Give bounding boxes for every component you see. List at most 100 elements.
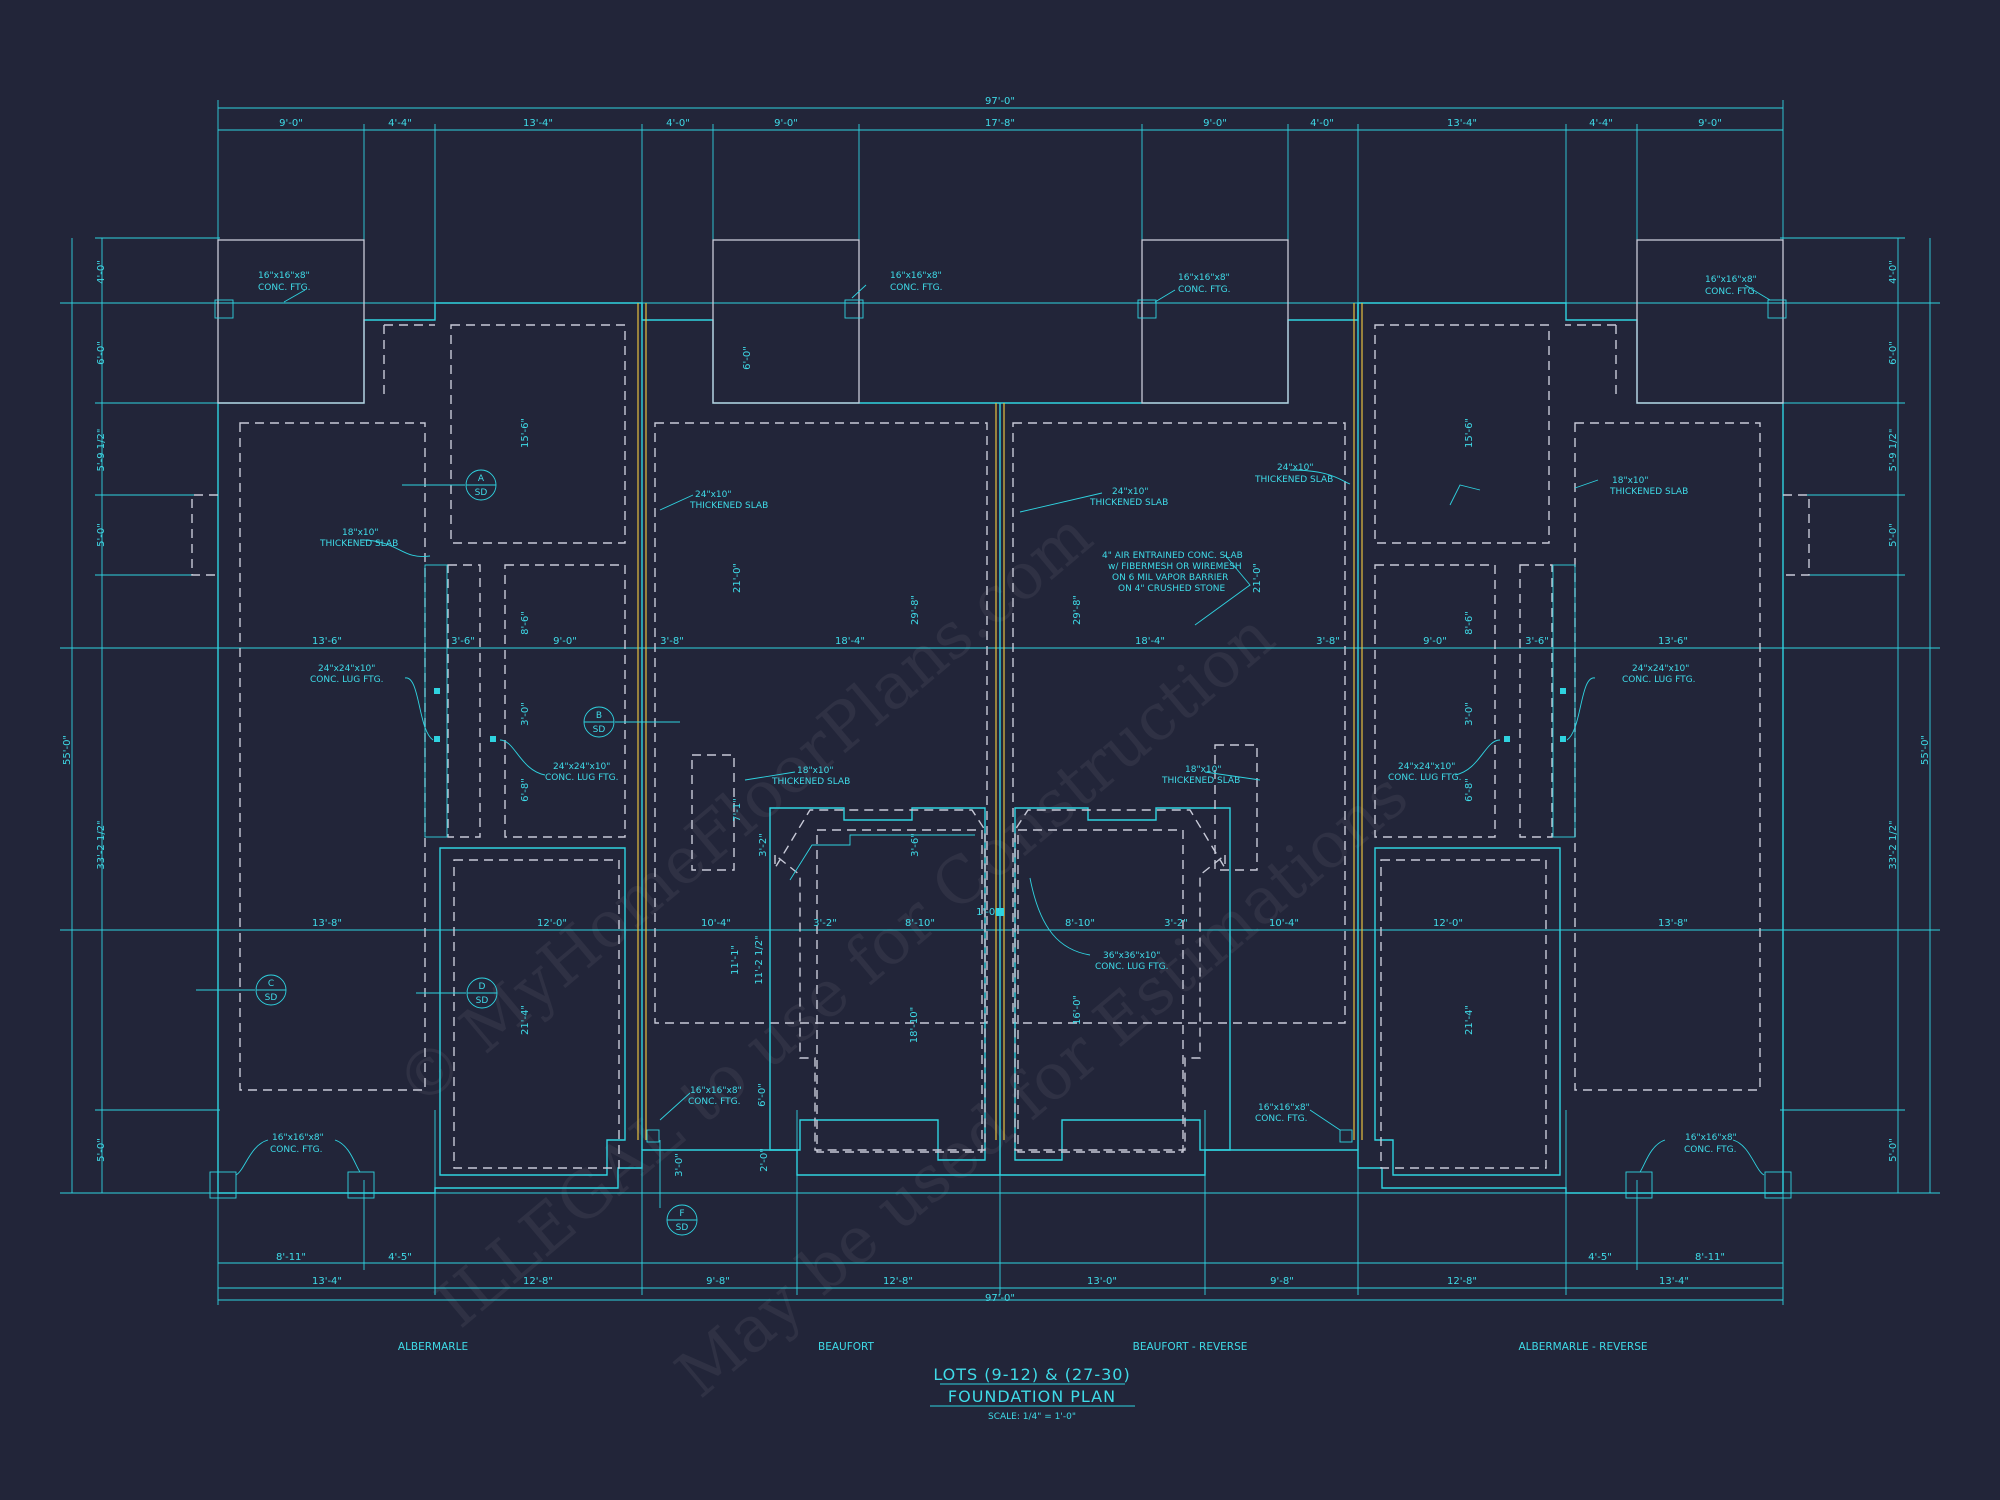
- slab-note: 18"x10": [1185, 765, 1222, 775]
- interior-dim: 9'-0": [1423, 636, 1447, 647]
- interior-dim-v: 8'-6": [1464, 611, 1475, 635]
- title-block: LOTS (9-12) & (27-30) FOUNDATION PLAN SC…: [930, 1365, 1135, 1422]
- slab-spec: ON 4" CRUSHED STONE: [1118, 584, 1226, 594]
- footing-note: CONC. FTG.: [688, 1097, 740, 1107]
- top-dim: 13'-4": [523, 118, 553, 129]
- bottom-dim: 13'-4": [1659, 1276, 1689, 1287]
- footing-pad: [347, 1171, 375, 1199]
- right-dimensions: 4'-0" 6'-0" 5'-9 1/2" 5'-0" 33'-2 1/2" 5…: [1888, 260, 1931, 1162]
- overall-bottom-dim: 97'-0": [985, 1293, 1015, 1304]
- footing-note: 16"x16"x8": [690, 1086, 742, 1096]
- overall-right-dim: 55'-0": [1920, 735, 1931, 765]
- section-marker-d: D SD: [416, 977, 498, 1009]
- top-dim: 4'-0": [1310, 118, 1334, 129]
- interior-dim-v: 3'-6": [910, 833, 921, 857]
- interior-dim: 3'-6": [1525, 636, 1549, 647]
- right-dim: 5'-0": [1888, 1138, 1899, 1162]
- lug-note: 24"x24"x10": [1398, 762, 1455, 772]
- slab-note: THICKENED SLAB: [1254, 475, 1333, 485]
- bottom-dim: 4'-5": [388, 1252, 412, 1263]
- slab-note: THICKENED SLAB: [319, 539, 398, 549]
- interior-dimensions: 13'-6" 3'-6" 9'-0" 3'-8" 18'-4" 18'-4" 3…: [312, 346, 1688, 1177]
- unit-label-beaufort-reverse: BEAUFORT - REVERSE: [1133, 1341, 1248, 1353]
- lug-note: 36"x36"x10": [1103, 951, 1160, 961]
- slab-note: THICKENED SLAB: [1609, 487, 1688, 497]
- section-letter: F: [679, 1209, 684, 1219]
- footing-note: CONC. FTG.: [258, 283, 310, 293]
- top-dim: 4'-0": [666, 118, 690, 129]
- interior-dim-v: 3'-2": [758, 833, 769, 857]
- top-dim: 9'-0": [279, 118, 303, 129]
- left-dim: 6'-0": [96, 341, 107, 365]
- lug-footing: [434, 736, 440, 742]
- lug-note: CONC. LUG FTG.: [1388, 773, 1461, 783]
- right-dim: 4'-0": [1888, 260, 1899, 284]
- interior-dim: 13'-8": [1658, 918, 1688, 929]
- right-dim: 5'-9 1/2": [1888, 429, 1899, 472]
- interior-dim-v: 15'-6": [1464, 418, 1475, 448]
- interior-dim-v: 2'-0": [759, 1148, 770, 1172]
- overall-top-dim: 97'-0": [985, 96, 1015, 107]
- footing-pad: [1764, 1171, 1792, 1199]
- footing-pad: [1767, 299, 1787, 319]
- bottom-dim: 9'-8": [1270, 1276, 1294, 1287]
- footing-note: 16"x16"x8": [272, 1133, 324, 1143]
- interior-dim-v: 16'-0": [1072, 995, 1083, 1025]
- section-ref: SD: [593, 725, 606, 735]
- interior-dim-v: 6'-8": [520, 778, 531, 802]
- top-dim: 17'-8": [985, 118, 1015, 129]
- top-dim: 4'-4": [1589, 118, 1613, 129]
- bottom-dim: 13'-4": [312, 1276, 342, 1287]
- left-dim: 5'-9 1/2": [96, 429, 107, 472]
- interior-dim: 3'-8": [1316, 636, 1340, 647]
- bottom-dim: 12'-8": [883, 1276, 913, 1287]
- interior-dim: 18'-4": [1135, 636, 1165, 647]
- slab-note: 24"x10": [1277, 463, 1314, 473]
- note-leaders: [235, 284, 1771, 1176]
- interior-dim-v: 21'-0": [732, 563, 743, 593]
- interior-dim-v: 3'-0": [1464, 702, 1475, 726]
- interior-dim-v: 6'-8": [1464, 778, 1475, 802]
- interior-dim: 9'-0": [553, 636, 577, 647]
- lug-note: CONC. LUG FTG.: [1095, 962, 1168, 972]
- lug-note: 24"x24"x10": [1632, 664, 1689, 674]
- interior-dim: 18'-4": [835, 636, 865, 647]
- bottom-dimensions: 8'-11" 4'-5" 4'-5" 8'-11" 13'-4" 12'-8" …: [276, 1252, 1725, 1304]
- right-dim: 5'-0": [1888, 523, 1899, 547]
- interior-dim: 3'-2": [813, 918, 837, 929]
- footing-pad: [1339, 1129, 1353, 1143]
- section-marker-f: F SD: [659, 1140, 698, 1236]
- left-dimensions: 4'-0" 6'-0" 5'-9 1/2" 5'-0" 33'-2 1/2" 5…: [62, 260, 107, 1162]
- slab-spec: ON 6 MIL VAPOR BARRIER: [1112, 573, 1228, 583]
- lots-title: LOTS (9-12) & (27-30): [933, 1365, 1130, 1384]
- lug-footing: [434, 688, 440, 694]
- left-dim: 5'-0": [96, 1138, 107, 1162]
- lug-footing: [490, 736, 496, 742]
- lug-note: 24"x24"x10": [318, 664, 375, 674]
- interior-dim: 13'-6": [312, 636, 342, 647]
- top-dim: 9'-0": [774, 118, 798, 129]
- footings: [209, 299, 1792, 1199]
- slab-note: THICKENED SLAB: [1161, 776, 1240, 786]
- footing-note: 16"x16"x8": [1685, 1133, 1737, 1143]
- section-letter: C: [268, 979, 274, 989]
- lug-footing: [1560, 688, 1566, 694]
- interior-dim: 13'-6": [1658, 636, 1688, 647]
- interior-dim: 8'-10": [1065, 918, 1095, 929]
- interior-dim-v: 29'-8": [910, 595, 921, 625]
- lug-footing: [996, 908, 1004, 916]
- section-marker-c: C SD: [196, 974, 287, 1006]
- interior-dim-v: 7'-1": [732, 798, 743, 822]
- footing-note: CONC. FTG.: [1178, 285, 1230, 295]
- left-dim: 33'-2 1/2": [96, 820, 107, 869]
- bottom-dim: 12'-8": [1447, 1276, 1477, 1287]
- bottom-dim: 8'-11": [1695, 1252, 1725, 1263]
- interior-dim-v: 8'-6": [520, 611, 531, 635]
- interior-dim: 3'-8": [660, 636, 684, 647]
- interior-dim-v: 3'-0": [674, 1153, 685, 1177]
- interior-dim-v: 6'-0": [742, 346, 753, 370]
- section-letter: B: [596, 711, 602, 721]
- plan-title: FOUNDATION PLAN: [948, 1387, 1116, 1406]
- footing-pad: [646, 1129, 660, 1143]
- footing-note: CONC. FTG.: [270, 1145, 322, 1155]
